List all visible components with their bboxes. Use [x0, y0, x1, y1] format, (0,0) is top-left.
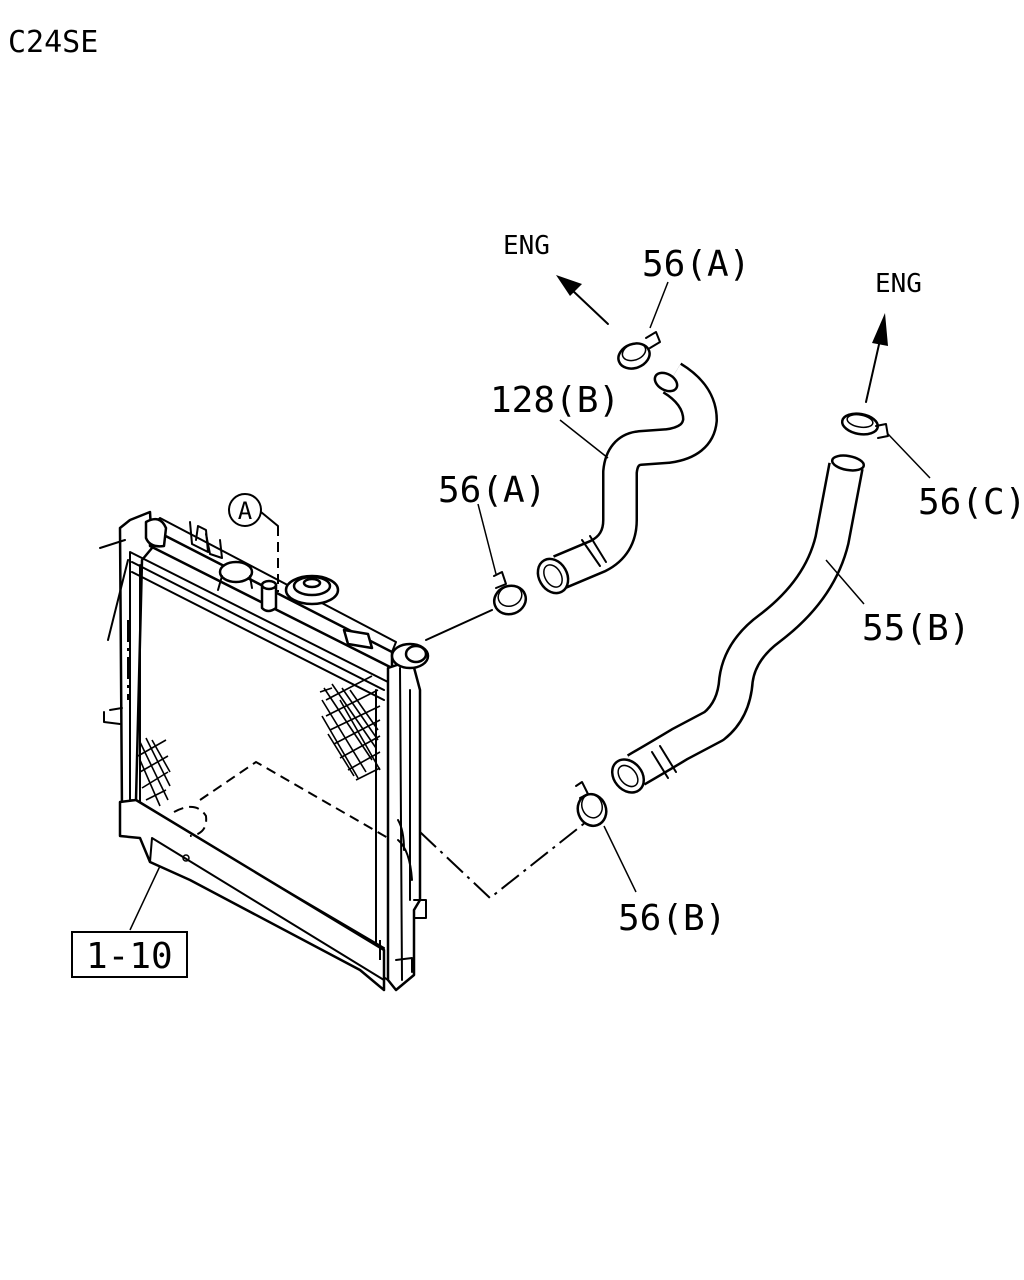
clamp-lower-outlet — [575, 781, 608, 828]
radiator-left-bracket — [103, 707, 123, 725]
radiator-core-edge — [139, 564, 377, 951]
upper-hose — [536, 362, 718, 595]
callout-clamp-radiator: 56(A) — [438, 470, 546, 511]
hidden-line-core — [199, 760, 389, 839]
callout-clamp-top: 56(A) — [642, 244, 750, 285]
radiator-left-tank-edge — [99, 539, 129, 641]
leader-upper-hose — [559, 419, 609, 459]
eng-label-lower: ENG — [875, 269, 922, 299]
radiator-vent-nipple — [260, 583, 278, 613]
radiator-cap-center — [302, 577, 322, 589]
leader-lower-hose — [825, 559, 865, 605]
eng-arrow-lower: ENG — [865, 269, 922, 403]
callout-upper-hose: 128(B) — [490, 380, 620, 421]
engine-code-label: C24SE — [8, 25, 98, 60]
svg-text:A: A — [238, 497, 253, 525]
callout-radiator-ref: 1-10 — [86, 936, 173, 977]
eng-label-upper: ENG — [503, 231, 550, 261]
leader-clamp-lower-top — [887, 433, 931, 479]
leader-clamp-lower-outlet — [603, 825, 637, 893]
leader-radiator — [129, 865, 161, 931]
clamp-lower-top — [840, 412, 889, 439]
radiator-bottom-tank — [118, 798, 386, 992]
radiator-sensor — [218, 560, 254, 584]
callout-lower-hose: 55(B) — [862, 608, 970, 649]
callout-clamp-lower-outlet: 56(B) — [618, 898, 726, 939]
lower-hose — [610, 454, 866, 794]
centerline-upper — [425, 609, 493, 641]
leader-clamp-top — [649, 281, 669, 329]
clamp-upper-radiator — [492, 571, 528, 616]
radiator-core-hatch — [137, 675, 381, 807]
centerline-lower — [419, 821, 587, 900]
radiator-top-bracket — [189, 521, 209, 553]
reference-mark-a: A — [228, 493, 279, 527]
callout-clamp-lower-top: 56(C) — [918, 482, 1024, 523]
leader-clamp-radiator — [477, 503, 497, 575]
radiator-right-tank — [386, 658, 422, 992]
radiator-reference-box[interactable]: 1-10 — [71, 931, 188, 978]
eng-arrow-upper: ENG — [503, 231, 609, 325]
radiator-top-rail — [131, 561, 385, 701]
radiator-assembly — [99, 510, 430, 992]
clamp-upper-top — [617, 331, 661, 370]
radiator-lower-outlet-hidden — [173, 805, 208, 837]
